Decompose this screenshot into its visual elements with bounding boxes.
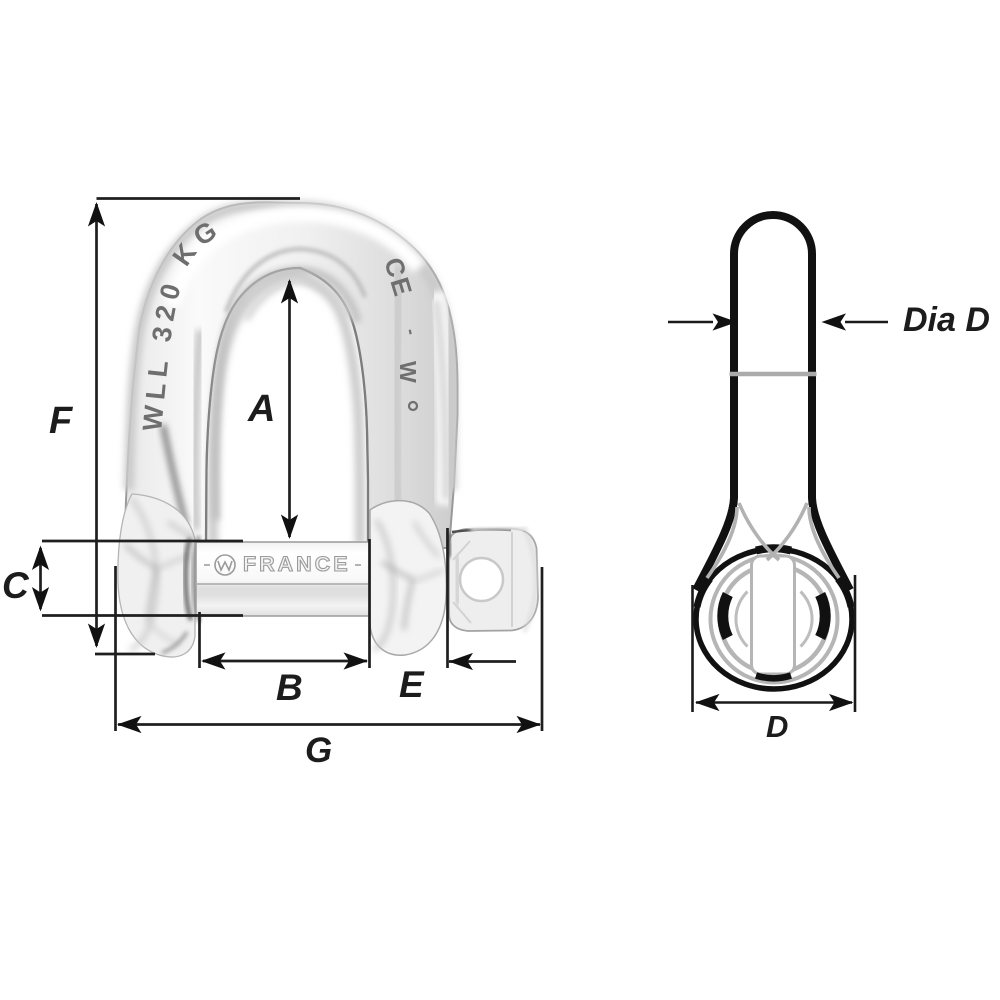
svg-text:A: A bbox=[247, 388, 275, 430]
svg-text:W: W bbox=[395, 361, 421, 383]
svg-text:D: D bbox=[766, 709, 788, 744]
svg-text:Dia D: Dia D bbox=[903, 301, 990, 339]
svg-text:G: G bbox=[305, 731, 332, 770]
svg-text:B: B bbox=[276, 667, 303, 708]
svg-text:F: F bbox=[49, 400, 74, 442]
svg-text:-: - bbox=[401, 327, 422, 337]
svg-text:E: E bbox=[399, 664, 425, 705]
svg-text:C: C bbox=[2, 565, 30, 606]
svg-text:FRANCE: FRANCE bbox=[243, 552, 351, 576]
